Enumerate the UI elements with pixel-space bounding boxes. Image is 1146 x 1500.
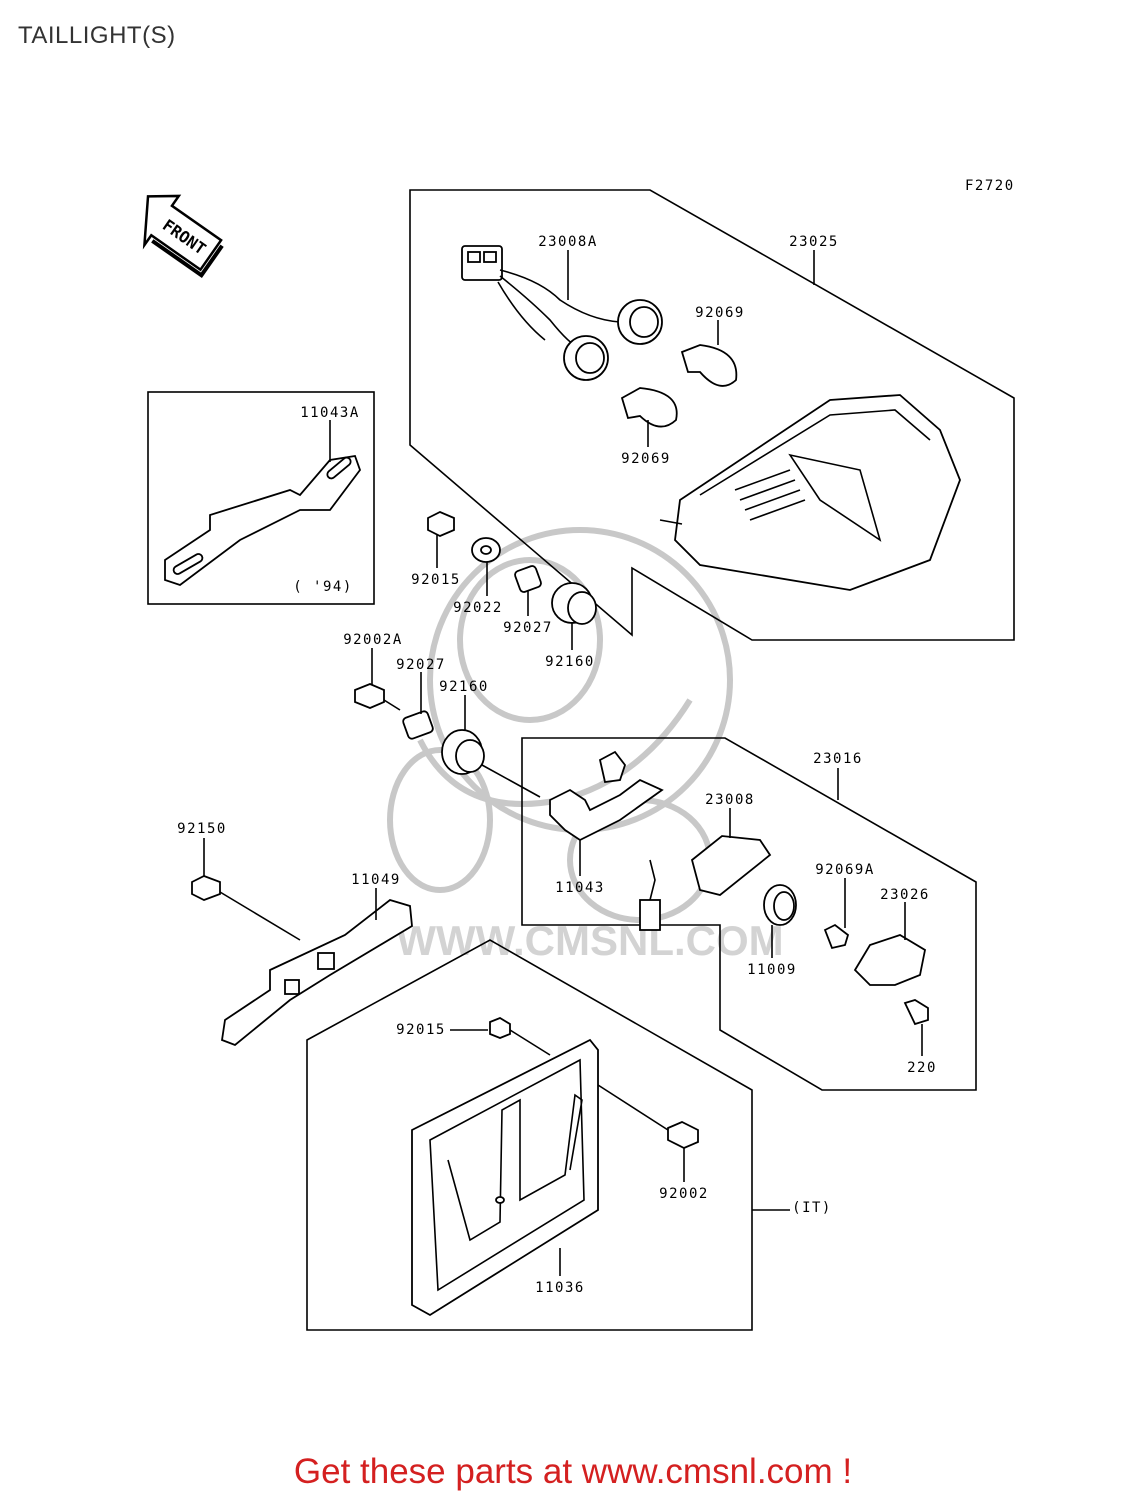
callout-220: 220 <box>907 1060 937 1076</box>
callout-92027-mid: 92027 <box>396 657 446 673</box>
taillight-lens-part <box>659 394 961 591</box>
bulb-part <box>620 344 738 428</box>
front-arrow-icon: FRONT <box>142 194 224 279</box>
callout-11009: 11009 <box>747 962 797 978</box>
callout-23008: 23008 <box>705 792 755 808</box>
wiring-harness-part <box>461 245 663 381</box>
callout-92160-mid: 92160 <box>439 679 489 695</box>
callout-11036: 11036 <box>535 1280 585 1296</box>
callout-11049: 11049 <box>351 872 401 888</box>
group-label-it: (IT) <box>792 1200 832 1216</box>
bracket-11043A-part <box>164 454 362 587</box>
callout-92069-top: 92069 <box>695 305 745 321</box>
callout-11043A: 11043A <box>300 405 360 421</box>
callout-23025: 23025 <box>789 234 839 250</box>
watermark-text: WWW.CMSNL.COM <box>396 917 783 964</box>
callout-92022: 92022 <box>453 600 503 616</box>
callout-92002: 92002 <box>659 1186 709 1202</box>
callout-92069A: 92069A <box>815 862 875 878</box>
callout-92069-bottom: 92069 <box>621 451 671 467</box>
callout-92015-top: 92015 <box>411 572 461 588</box>
group-label-us-94: ( '94) <box>293 579 353 595</box>
bracket-11049-part <box>191 875 413 1047</box>
callout-labels: 23008A 23025 92069 92069 11043A ( '94) 9… <box>177 234 937 1296</box>
callout-92150: 92150 <box>177 821 227 837</box>
callout-92002A: 92002A <box>343 632 403 648</box>
callout-11043: 11043 <box>555 880 605 896</box>
callout-92015-bottom: 92015 <box>396 1022 446 1038</box>
callout-23008A: 23008A <box>538 234 598 250</box>
callout-92160-top: 92160 <box>545 654 595 670</box>
figure-code: F2720 <box>965 178 1015 194</box>
small-hardware-part <box>354 511 597 798</box>
group-frame-11043A <box>147 391 375 605</box>
page-title: TAILLIGHT(S) <box>18 22 176 49</box>
callout-92027-top: 92027 <box>503 620 553 636</box>
cta-link[interactable]: Get these parts at www.cmsnl.com ! <box>293 1452 853 1491</box>
license-light-part <box>549 750 929 1026</box>
callout-23026: 23026 <box>880 887 930 903</box>
leader-lines <box>203 250 923 1276</box>
group-frame-23025 <box>409 189 1015 641</box>
callout-23016: 23016 <box>813 751 863 767</box>
group-frame-23016 <box>521 737 977 1091</box>
license-plate-holder-part <box>411 1016 699 1317</box>
